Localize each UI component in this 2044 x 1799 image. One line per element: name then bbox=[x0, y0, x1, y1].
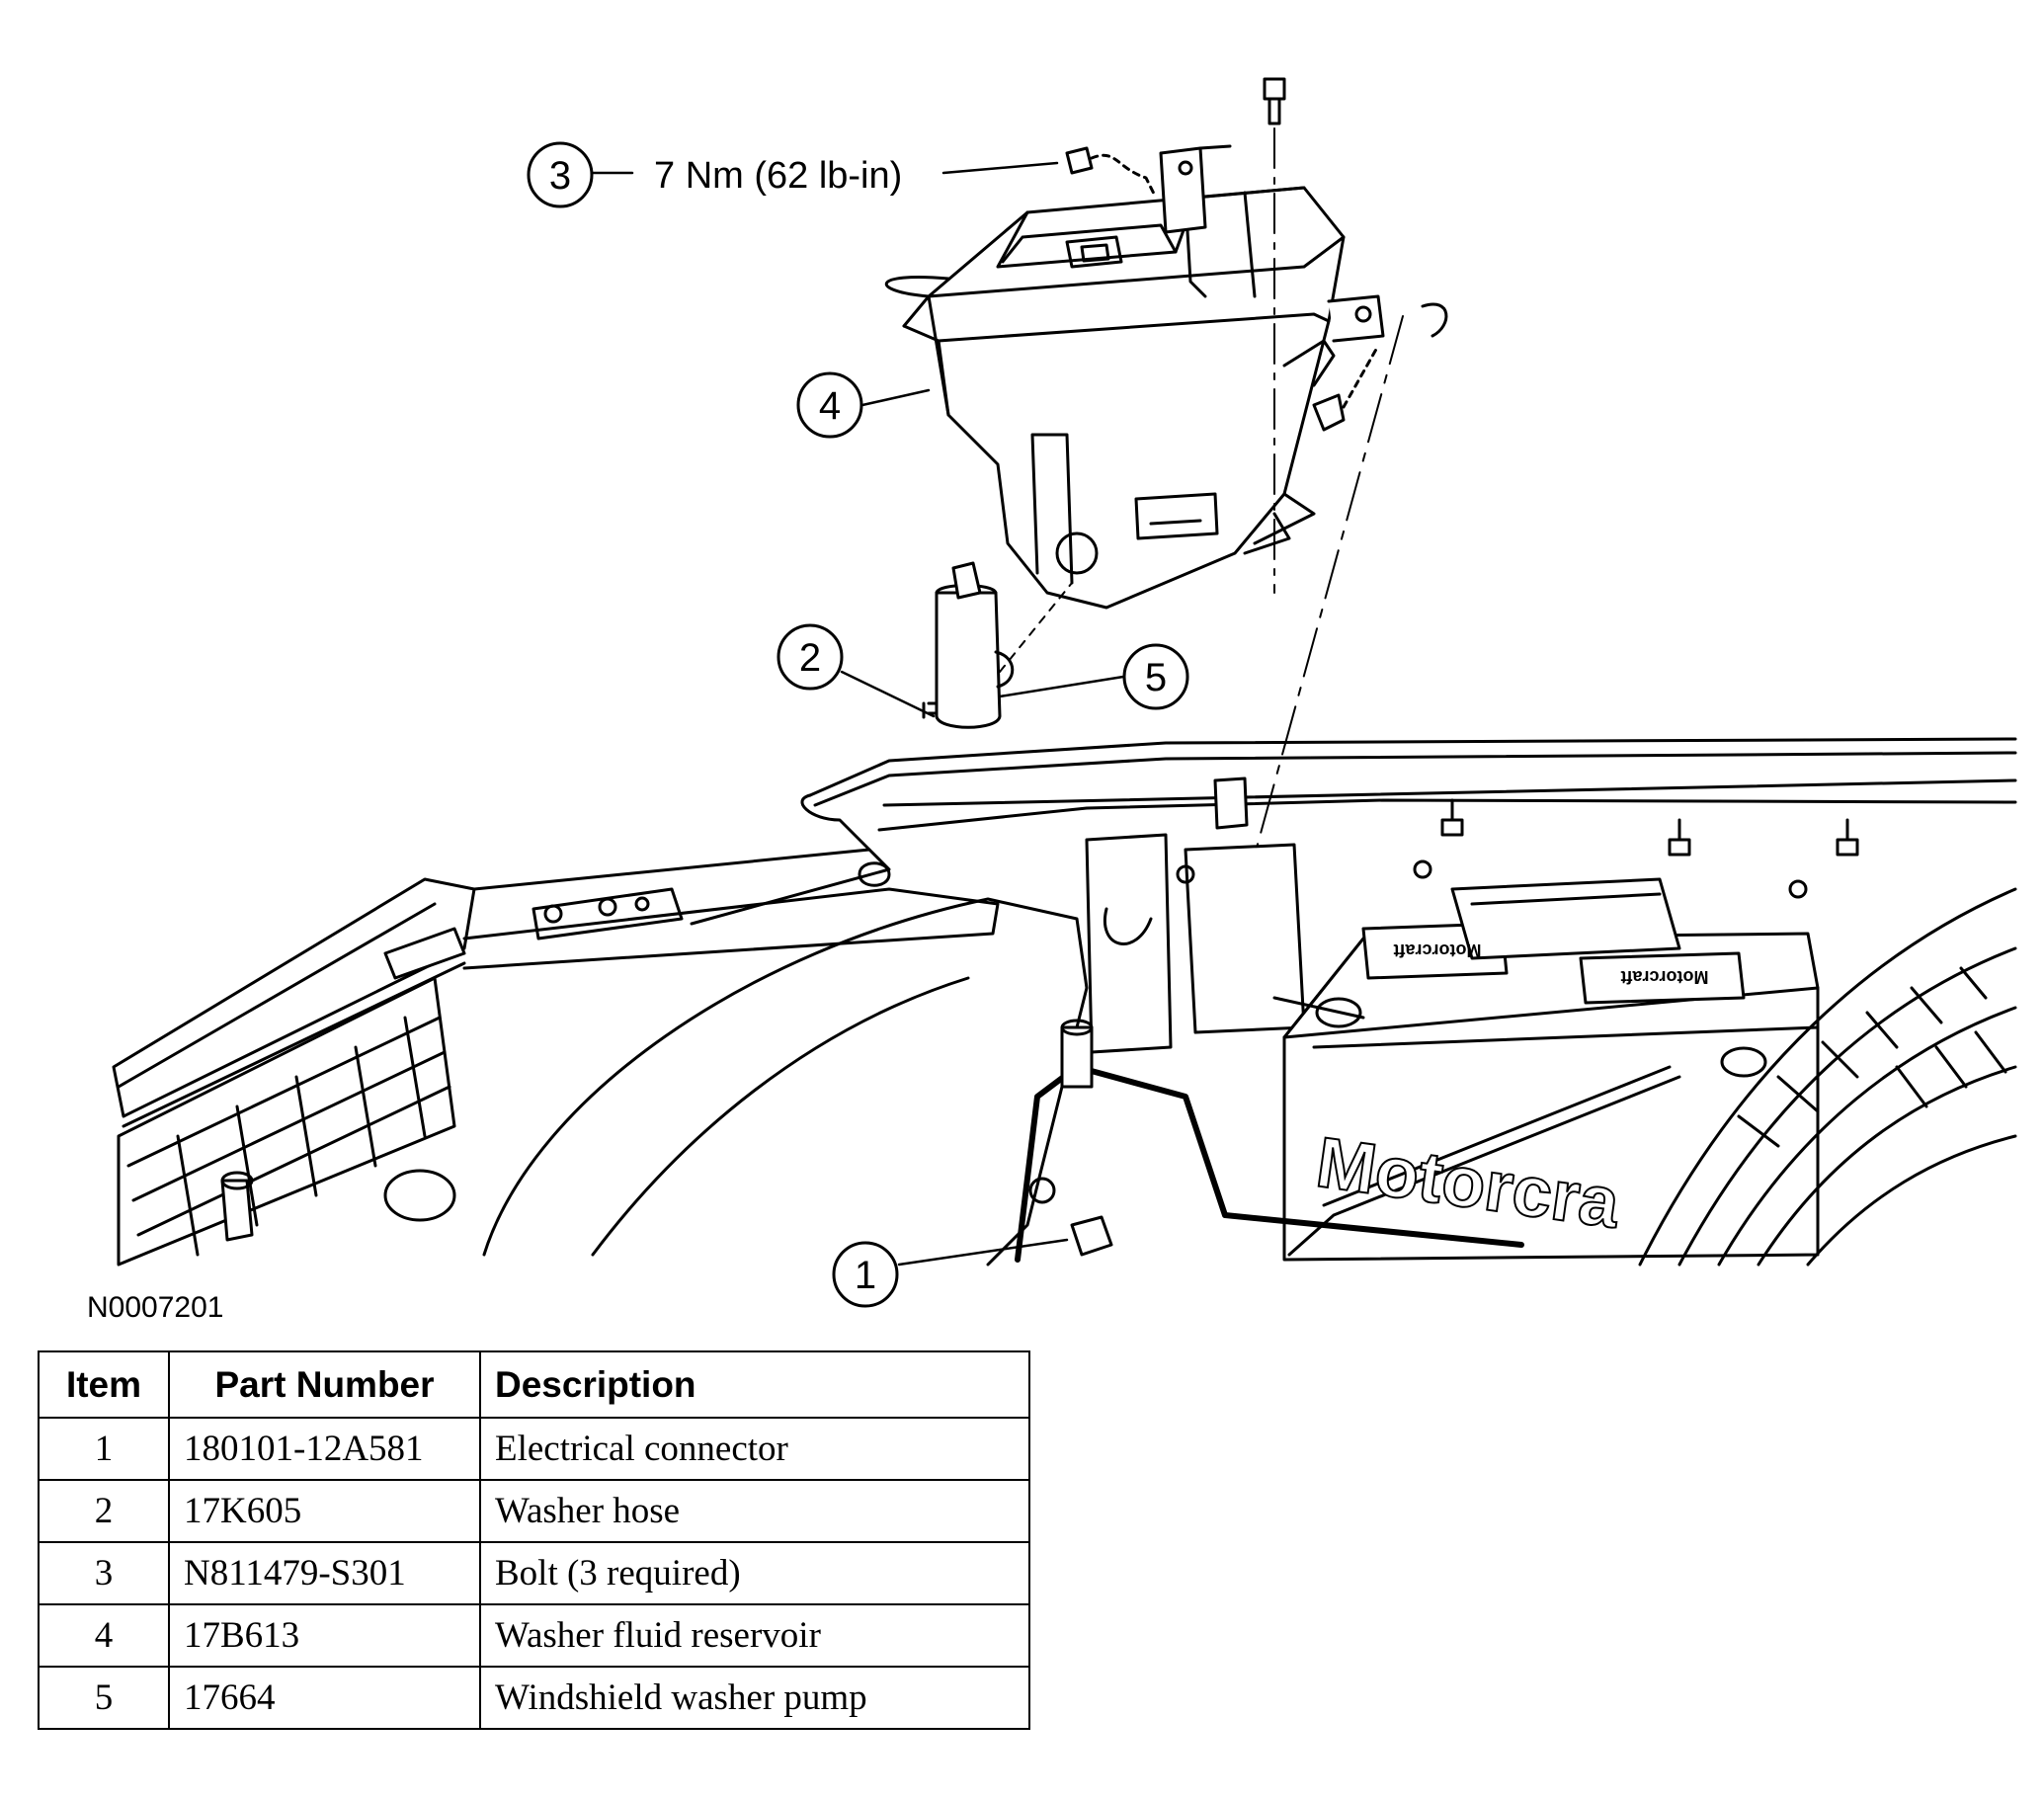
cell-description: Windshield washer pump bbox=[479, 1666, 1030, 1730]
table-row: 3 N811479-S301 Bolt (3 required) bbox=[38, 1541, 1030, 1605]
cell-part-number: 17K605 bbox=[168, 1479, 481, 1543]
parts-table: Item Part Number Description 1 180101-12… bbox=[38, 1350, 1030, 1730]
header-item: Item bbox=[38, 1350, 170, 1419]
callout-1: 1 bbox=[832, 1241, 899, 1308]
torque-note: 7 Nm (62 lb-in) bbox=[654, 155, 902, 197]
callout-4-label: 4 bbox=[819, 384, 841, 428]
callout-2-label: 2 bbox=[799, 636, 821, 680]
engine-bay bbox=[112, 737, 2017, 1267]
callout-leaders bbox=[591, 161, 1125, 1267]
table-header-row: Item Part Number Description bbox=[38, 1350, 1030, 1419]
table-row: 1 180101-12A581 Electrical connector bbox=[38, 1417, 1030, 1481]
windshield-washer-pump bbox=[922, 561, 1073, 729]
cell-description: Bolt (3 required) bbox=[479, 1541, 1030, 1605]
callout-3-label: 3 bbox=[549, 154, 571, 198]
cell-part-number: N811479-S301 bbox=[168, 1541, 481, 1605]
battery-label-right: Motorcraft bbox=[1620, 967, 1708, 987]
cell-item: 2 bbox=[38, 1479, 170, 1543]
bolt-vertical bbox=[1263, 77, 1286, 594]
cell-item: 4 bbox=[38, 1603, 170, 1668]
table-row: 2 17K605 Washer hose bbox=[38, 1479, 1030, 1543]
cell-item: 1 bbox=[38, 1417, 170, 1481]
callout-5-label: 5 bbox=[1145, 656, 1167, 699]
callout-3: 3 bbox=[527, 141, 594, 208]
figure-id: N0007201 bbox=[87, 1291, 223, 1324]
cell-item: 5 bbox=[38, 1666, 170, 1730]
cell-description: Washer hose bbox=[479, 1479, 1030, 1543]
cell-part-number: 17664 bbox=[168, 1666, 481, 1730]
battery-label-left: Motorcraft bbox=[1393, 940, 1481, 960]
header-description: Description bbox=[479, 1350, 1030, 1419]
callout-4: 4 bbox=[796, 371, 863, 439]
callout-2: 2 bbox=[777, 623, 844, 691]
callout-1-label: 1 bbox=[855, 1254, 876, 1297]
exploded-view-illustration: 3 7 Nm (62 lb-in) 4 2 5 1 Motorcraft Mot… bbox=[87, 77, 2017, 1324]
cell-description: Washer fluid reservoir bbox=[479, 1603, 1030, 1668]
bolt-top-left bbox=[1065, 146, 1158, 200]
callout-5: 5 bbox=[1122, 643, 1189, 710]
cell-part-number: 17B613 bbox=[168, 1603, 481, 1668]
washer-fluid-reservoir bbox=[884, 144, 1385, 610]
bolt-right bbox=[1312, 344, 1380, 432]
cell-part-number: 180101-12A581 bbox=[168, 1417, 481, 1481]
header-part-number: Part Number bbox=[168, 1350, 481, 1419]
table-row: 5 17664 Windshield washer pump bbox=[38, 1666, 1030, 1730]
alignment-line bbox=[1239, 315, 1404, 910]
cell-item: 3 bbox=[38, 1541, 170, 1605]
table-row: 4 17B613 Washer fluid reservoir bbox=[38, 1603, 1030, 1668]
cell-description: Electrical connector bbox=[479, 1417, 1030, 1481]
